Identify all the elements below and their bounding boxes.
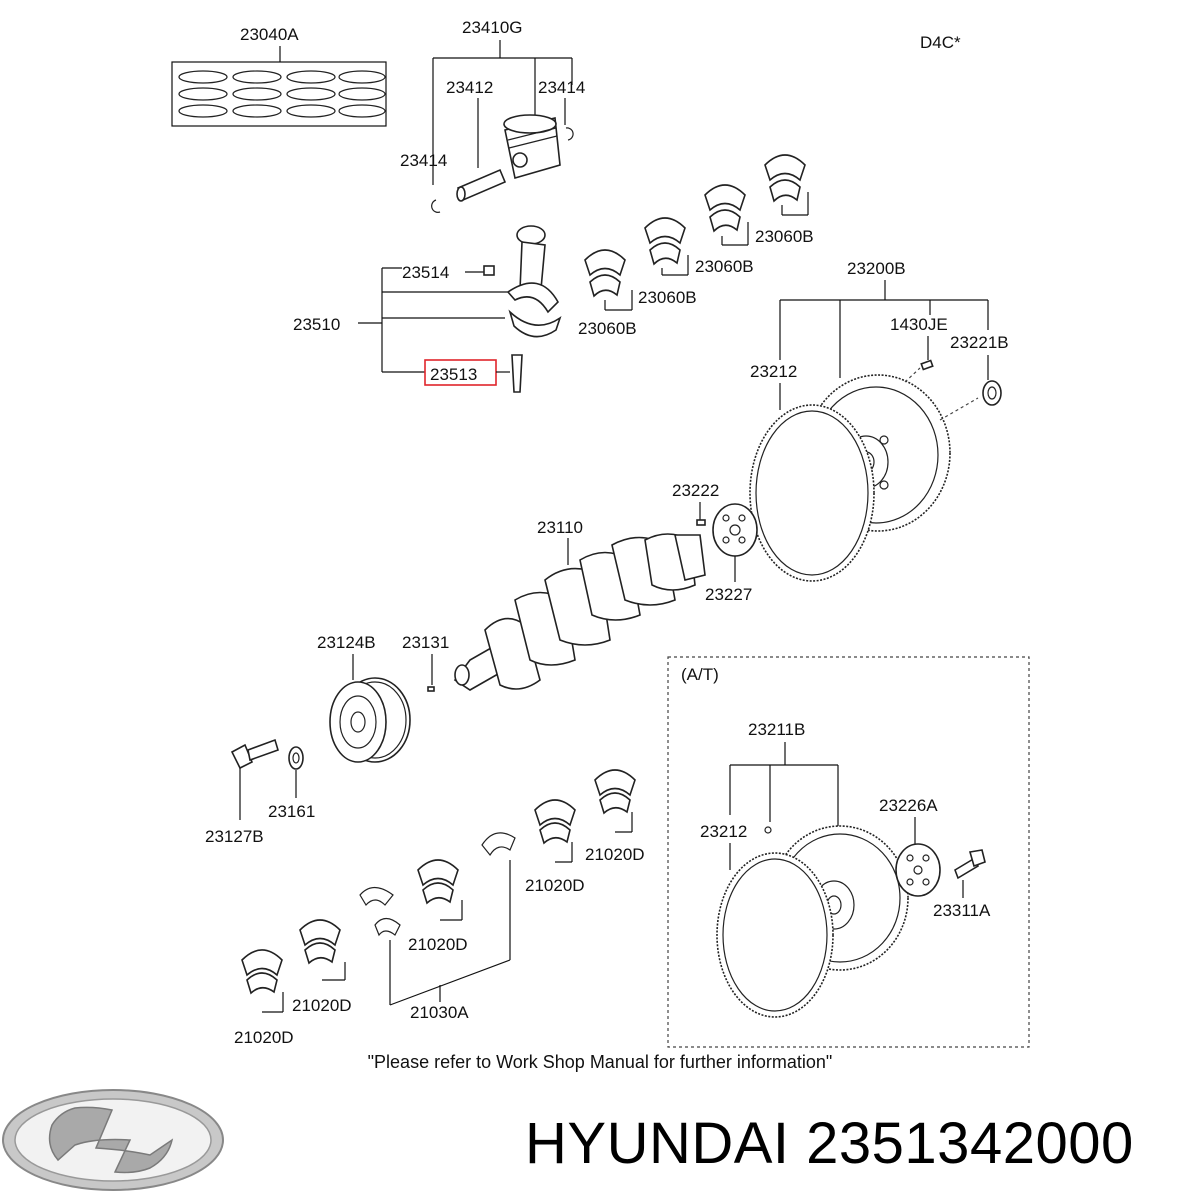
label-at-adapter: 23226A: [879, 796, 938, 815]
label-reluctor: 23227: [705, 585, 752, 604]
at-ring-gear-icon: [716, 852, 834, 1018]
bearing-icon: [584, 154, 806, 298]
crankshaft-group[interactable]: 23110: [453, 518, 706, 691]
pulley-washer-icon: [288, 746, 304, 770]
label-dowel-pin: 1430JE: [890, 315, 948, 334]
label-conrod-bolt[interactable]: 23513: [430, 365, 477, 384]
label-main-bearing-1: 21020D: [585, 845, 645, 864]
pulley-bolt-icon: [230, 738, 279, 770]
label-bearing-b: 23060B: [638, 288, 697, 307]
label-crankshaft: 23110: [537, 518, 583, 537]
ring-set-icon: [178, 70, 386, 118]
thrust-washer-icon: [359, 832, 516, 937]
dowel-pin-icon: [920, 359, 934, 371]
snap-ring-icon: [565, 127, 574, 141]
ring-gear-icon: [749, 404, 875, 582]
key-icon: [696, 519, 706, 526]
pulley-key-icon: [427, 686, 435, 692]
label-thrust-washer: 21030A: [410, 1003, 469, 1022]
label-washer-pulley: 23161: [268, 802, 315, 821]
engine-code: D4C*: [920, 33, 961, 52]
label-conrod-assy: 23510: [293, 315, 340, 334]
at-bolt-icon: [954, 849, 986, 880]
washer-icon: [982, 380, 1002, 406]
piston-pin-icon: [456, 168, 507, 202]
label-pulley-bolt: 23127B: [205, 827, 264, 846]
label-key: 23222: [672, 481, 719, 500]
flywheel-group[interactable]: 23200B 1430JE 23221B 23212: [749, 259, 1009, 582]
conrod-bearings-group[interactable]: 23060B 23060B 23060B 23060B: [578, 154, 814, 338]
hyundai-logo-icon: [2, 1089, 224, 1191]
conrod-icon: [483, 225, 562, 393]
label-bearing-c: 23060B: [695, 257, 754, 276]
main-bearings-group[interactable]: 21020D 21020D 21020D 21020D 21020D 21030…: [234, 769, 645, 1047]
label-main-bearing-2: 21020D: [525, 876, 585, 895]
label-drive-plate-assy: 23211B: [748, 720, 805, 739]
snap-ring-icon-left: [431, 199, 441, 213]
brand-part-number: HYUNDAI 2351342000: [525, 1110, 1134, 1177]
adapter-plate-icon: [895, 843, 941, 897]
label-at-bolt: 23311A: [933, 901, 991, 920]
part-number: 2351342000: [806, 1111, 1134, 1176]
brand-name: HYUNDAI: [525, 1111, 790, 1176]
piston-icon: [503, 114, 561, 180]
label-main-bearing-4: 21020D: [292, 996, 352, 1015]
main-bearing-icon: [241, 769, 636, 995]
label-at-section: (A/T): [681, 665, 719, 684]
label-pulley: 23124B: [317, 633, 376, 652]
crankshaft-icon: [453, 533, 706, 691]
at-section[interactable]: (A/T) 23211B 23212 23226A 23311A: [667, 656, 1030, 1048]
label-at-ring-gear: 23212: [700, 822, 747, 841]
workshop-manual-note: "Please refer to Work Shop Manual for fu…: [367, 1052, 833, 1072]
label-bearing-d: 23060B: [755, 227, 814, 246]
label-piston-assy: 23410G: [462, 18, 523, 37]
label-conrod-nut: 23514: [402, 263, 449, 282]
piston-rings-group[interactable]: 23040A: [171, 25, 387, 127]
pulley-group[interactable]: 23124B 23131 23161 23127B: [205, 633, 449, 846]
label-washer: 23221B: [950, 333, 1009, 352]
pulley-icon: [329, 677, 411, 763]
label-snap-ring-right: 23414: [538, 78, 585, 97]
label-piston-pin: 23412: [446, 78, 493, 97]
label-bearing-a: 23060B: [578, 319, 637, 338]
label-ring-gear: 23212: [750, 362, 797, 381]
label-main-bearing-5: 21020D: [234, 1028, 294, 1047]
reluctor-group[interactable]: 23222 23227: [672, 481, 758, 604]
label-rings: 23040A: [240, 25, 299, 44]
piston-group[interactable]: 23410G 23412 23414 23414: [400, 18, 585, 213]
reluctor-icon: [712, 503, 758, 557]
conrod-group[interactable]: 23514 23510 23513: [293, 225, 562, 393]
label-flywheel-assy: 23200B: [847, 259, 906, 278]
label-snap-ring-left: 23414: [400, 151, 447, 170]
label-pulley-key: 23131: [402, 633, 449, 652]
label-main-bearing-3: 21020D: [408, 935, 468, 954]
